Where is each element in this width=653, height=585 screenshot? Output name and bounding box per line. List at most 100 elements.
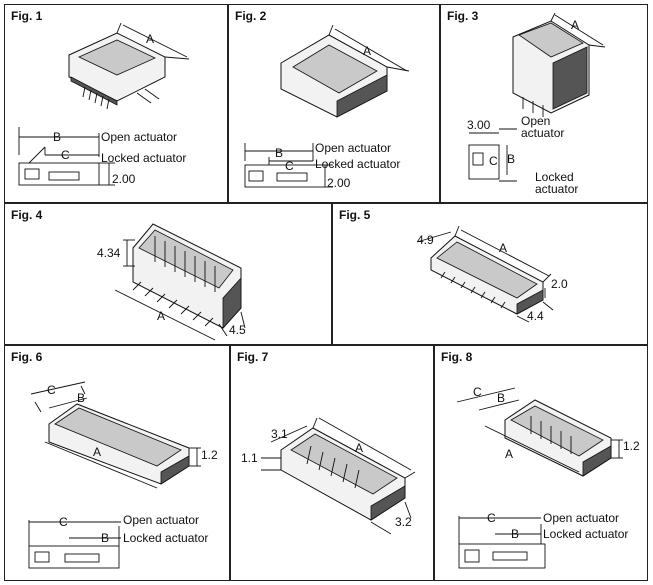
connector-side	[370, 485, 406, 521]
dimension-b-label: B	[497, 391, 505, 405]
height-label: 1.1	[241, 451, 258, 465]
connector-fins	[154, 236, 216, 292]
dimension-a-line	[116, 22, 190, 60]
figure-3-title: Fig. 3	[447, 9, 479, 23]
dimension-c-label: C	[61, 148, 70, 162]
figure-3-drawing: A 3.00 C B Open actuator Locked actuator	[467, 12, 606, 196]
connector-actuator	[290, 433, 398, 495]
figure-7-title: Fig. 7	[237, 350, 269, 364]
locked-label-1: Locked	[535, 170, 574, 184]
side-profile	[468, 128, 517, 182]
figure-1-drawing: A B C Open actuator Locked actuator 2.00	[18, 22, 190, 186]
open-label-2: actuator	[521, 126, 564, 140]
height-label: 2.00	[112, 172, 136, 186]
connector-actuator	[518, 22, 584, 58]
height-label: 2.00	[327, 176, 351, 190]
connector-fins	[306, 445, 360, 489]
width-label: 3.00	[467, 118, 491, 132]
dimension-a-label: A	[505, 447, 513, 461]
connector-pins	[440, 271, 506, 309]
figure-4-title: Fig. 4	[11, 208, 43, 222]
figure-8-title: Fig. 8	[441, 350, 473, 364]
side-profile	[244, 143, 333, 188]
open-label-1: Open	[521, 114, 550, 128]
figure-2-panel: Fig. 2 A B C Open actuator Locked actuat…	[228, 4, 440, 203]
figure-5-drawing: 4.9 A 2.0 4.4	[416, 225, 568, 323]
width-label: 3.1	[271, 427, 288, 441]
side-profile	[28, 520, 121, 569]
figure-4-drawing: 4.34 A 4.5	[97, 223, 246, 341]
connector-side	[552, 46, 588, 110]
connector-actuator	[78, 39, 156, 76]
height-label: 4.34	[97, 246, 121, 260]
figure-5-panel: Fig. 5 4.9 A 2.0 4.4	[332, 203, 648, 345]
dimension-lines	[114, 239, 246, 341]
dimension-a-line	[550, 12, 606, 48]
open-actuator-label: Open actuator	[101, 130, 177, 144]
dimension-a-label: A	[146, 32, 154, 46]
open-actuator-label: Open actuator	[315, 141, 391, 155]
dimension-c-label: C	[285, 159, 294, 173]
dimension-c-label: C	[489, 154, 498, 168]
connector-pins	[82, 86, 160, 110]
connector-fins	[530, 416, 572, 454]
figure-5-title: Fig. 5	[339, 208, 371, 222]
dimension-lines	[30, 381, 201, 489]
dimension-b-label: B	[77, 391, 85, 405]
figure-1-panel: Fig. 1 A B C Ope	[4, 4, 228, 203]
dimension-a-line	[328, 24, 410, 72]
connector-side	[336, 74, 388, 118]
open-actuator-label: Open actuator	[123, 513, 199, 527]
dimension-a-label: A	[571, 18, 579, 32]
connector-actuator	[292, 44, 378, 94]
side-c-label: C	[59, 515, 68, 529]
dimension-a-label: A	[363, 44, 371, 58]
figure-8-drawing: C B A 1.2 C B Open actuator Locked actua…	[456, 385, 640, 569]
locked-actuator-label: Locked actuator	[101, 151, 186, 165]
height-label: 2.0	[551, 277, 568, 291]
dimension-c-label: C	[473, 385, 482, 399]
connector-base-edge	[70, 76, 118, 106]
figure-8-panel: Fig. 8 C B A 1.2 C B Open actuator Locke…	[434, 345, 648, 581]
figure-4-panel: Fig. 4 4.34 A 4.5	[4, 203, 332, 345]
connector-side	[222, 276, 242, 330]
depth-label: 4.5	[229, 323, 246, 337]
figure-7-drawing: 3.1 1.1 A 3.2	[241, 417, 416, 535]
depth-label: 3.2	[395, 515, 412, 529]
locked-label-2: actuator	[535, 182, 578, 196]
locked-actuator-label: Locked actuator	[123, 531, 208, 545]
figure-1-title: Fig. 1	[11, 9, 43, 23]
depth-label: 4.4	[527, 309, 544, 323]
figure-3-panel: Fig. 3 A 3.00 C B Open actuator Locked a…	[440, 4, 648, 203]
dimension-b-label: B	[507, 152, 515, 166]
dimension-lines	[261, 417, 416, 535]
dimension-a-label: A	[157, 309, 165, 323]
dimension-lines	[416, 225, 554, 323]
connector-actuator	[436, 241, 538, 299]
connector-side	[516, 289, 544, 315]
dimension-a-label: A	[355, 441, 363, 455]
side-b-label: B	[511, 527, 519, 541]
side-profile	[18, 127, 115, 186]
dimension-c-label: C	[47, 383, 56, 397]
connector-actuator	[510, 405, 604, 457]
dimension-lines	[456, 387, 623, 473]
figure-7-panel: Fig. 7 3.1 1.1 A 3.2	[230, 345, 434, 581]
locked-actuator-label: Locked actuator	[543, 527, 628, 541]
figure-6-title: Fig. 6	[11, 350, 43, 364]
height-label: 1.2	[201, 448, 218, 462]
side-profile	[458, 516, 546, 569]
figure-6-panel: Fig. 6 C B A 1.2 C B Open actuator Locke…	[4, 345, 230, 581]
height-label: 1.2	[623, 439, 640, 453]
figure-6-drawing: C B A 1.2 C B Open actuator Locked actua…	[28, 381, 218, 569]
connector-actuator	[54, 407, 182, 467]
side-b-label: B	[101, 531, 109, 545]
pitch-label: 4.9	[417, 233, 434, 247]
connector-pins	[522, 97, 544, 117]
dimension-a-label: A	[93, 445, 101, 459]
side-c-label: C	[487, 511, 496, 525]
dimension-b-label: B	[275, 146, 283, 160]
connector-top	[138, 229, 234, 289]
dimension-b-label: B	[53, 130, 61, 144]
dimension-a-label: A	[499, 241, 507, 255]
